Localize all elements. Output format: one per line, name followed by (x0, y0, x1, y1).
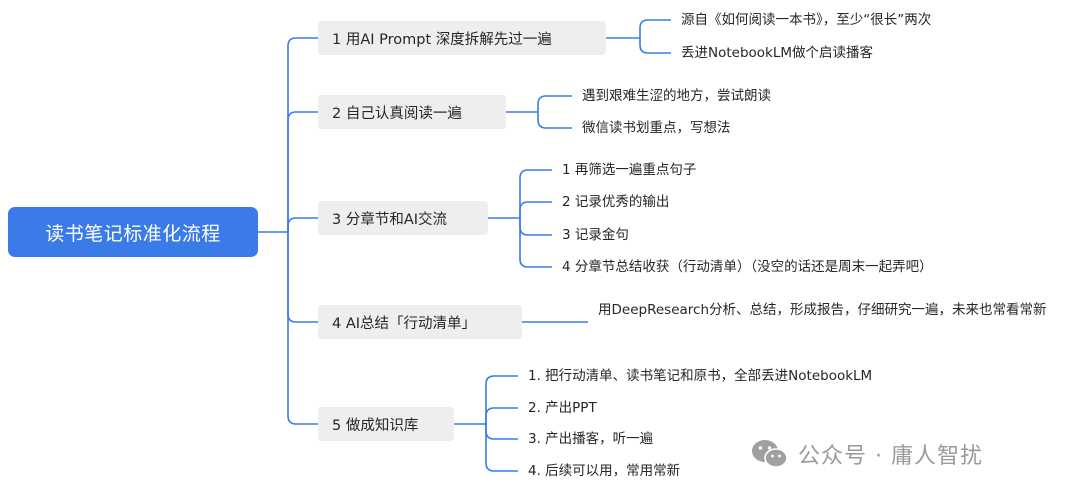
step-5-leaf-2: 2. 产出PPT (528, 400, 597, 416)
step-5-node[interactable]: 5 做成知识库 (318, 407, 454, 441)
root-link-branch-5 (287, 232, 318, 425)
root-link-branch-2 (287, 111, 318, 232)
step-5-link-branch-3 (485, 424, 518, 440)
step-5-leaf-1: 1. 把行动清单、读书笔记和原书，全部丢进NotebookLM (528, 368, 873, 384)
step-5-link-branch-4 (485, 424, 518, 472)
watermark: 公众号 · 庸人智扰 (750, 434, 983, 474)
step-3-leaf-2: 2 记录优秀的输出 (562, 194, 670, 210)
step-5-leaf-3: 3. 产出播客，听一遍 (528, 431, 654, 447)
step-3-leaf-1: 1 再筛选一遍重点句子 (562, 162, 697, 178)
step-1-leaf-2: 丢进NotebookLM做个启读播客 (681, 45, 874, 61)
step-1-link-branch-2 (639, 38, 671, 54)
step-5-leaf-4: 4. 后续可以用，常用常新 (528, 463, 681, 479)
root-link-branch-4 (287, 232, 318, 323)
step-3-leaf-3: 3 记录金句 (562, 227, 629, 243)
step-2-link-branch-1 (537, 95, 572, 112)
step-5-link-branch-2 (485, 407, 518, 424)
step-2-leaf-2: 微信读书划重点，写想法 (582, 120, 731, 136)
step-3-leaf-4: 4 分章节总结收获（行动清单）（没空的话还是周末一起弄吧） (562, 259, 933, 275)
watermark-text: 公众号 · 庸人智扰 (798, 444, 983, 469)
wechat-icon (752, 440, 788, 468)
root-link-branch-1 (287, 37, 318, 232)
step-4-leaf-1: 用DeepResearch分析、总结，形成报告，仔细研究一遍，未来也常看常新 (598, 302, 1047, 318)
step-2-node[interactable]: 2 自己认真阅读一遍 (318, 95, 506, 129)
root-node[interactable]: 读书笔记标准化流程 (8, 207, 258, 257)
root-link-branch-3 (287, 217, 318, 232)
step-3-link-branch-4 (519, 218, 552, 268)
step-2-leaf-1: 遇到艰难生涩的地方，尝试朗读 (582, 88, 771, 104)
step-4-node[interactable]: 4 AI总结「行动清单」 (318, 305, 522, 339)
step-5-link-branch-1 (485, 375, 518, 424)
step-3-link-branch-3 (519, 218, 552, 236)
step-1-link-branch-1 (639, 19, 671, 38)
step-3-link-branch-1 (519, 169, 552, 218)
step-2-link-branch-2 (537, 112, 572, 129)
step-1-leaf-1: 源自《如何阅读一本书》，至少“很长”两次 (681, 12, 932, 28)
step-3-node[interactable]: 3 分章节和AI交流 (318, 201, 488, 235)
step-3-link-branch-2 (519, 201, 552, 218)
step-1-node[interactable]: 1 用AI Prompt 深度拆解先过一遍 (318, 21, 606, 55)
